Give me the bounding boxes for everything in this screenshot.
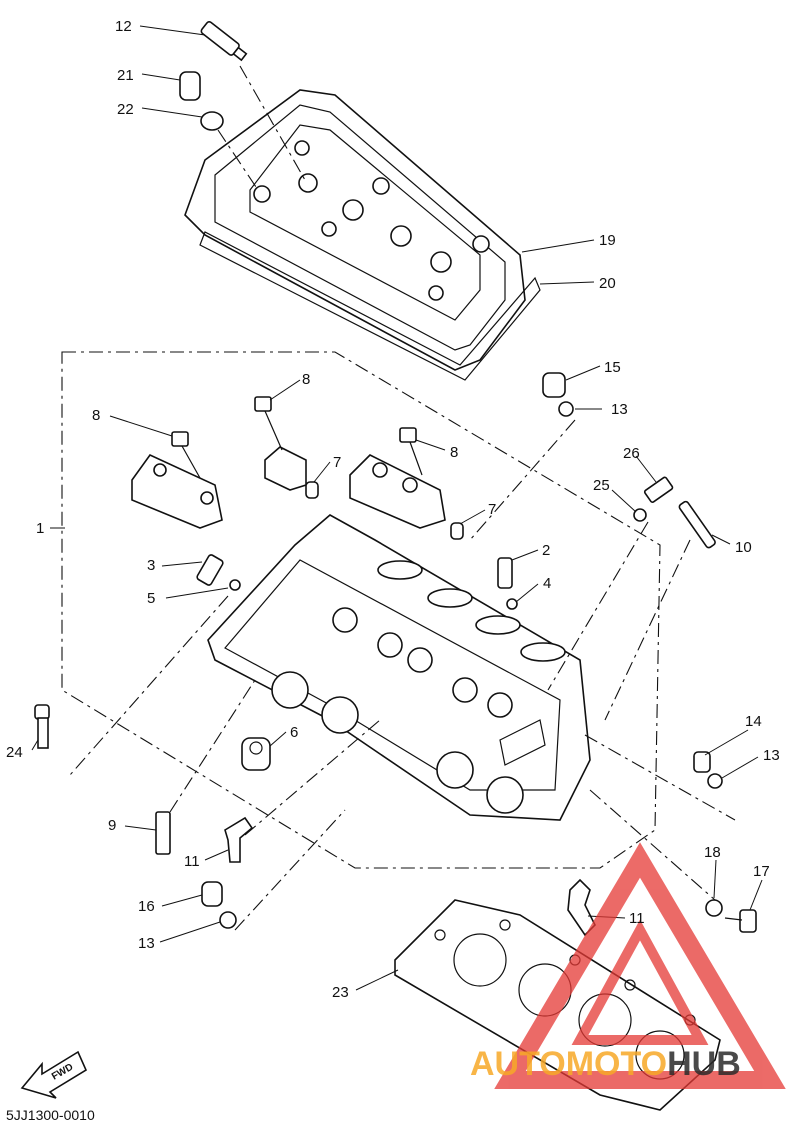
callout-3: 3 xyxy=(147,557,155,574)
callout-12: 12 xyxy=(115,18,132,35)
callout-10: 10 xyxy=(735,539,752,556)
bolt-8-left xyxy=(171,431,201,479)
stud-bolt-2 xyxy=(497,557,513,589)
bolt-17 xyxy=(724,909,757,933)
callout-5: 5 xyxy=(147,590,155,607)
bolt-8-middle xyxy=(254,396,283,451)
pin-10 xyxy=(678,500,716,549)
head-cover xyxy=(184,89,526,371)
diagram-code: 5JJ1300-0010 xyxy=(6,1107,95,1123)
bolt-24 xyxy=(34,704,50,749)
plug-6 xyxy=(241,737,271,771)
callout-8-left: 8 xyxy=(92,407,100,424)
bolt-14 xyxy=(693,751,711,773)
callout-26: 26 xyxy=(623,445,640,462)
washer-13-top xyxy=(558,401,574,417)
watermark-logo xyxy=(494,842,786,1089)
callout-25: 25 xyxy=(593,477,610,494)
callout-21: 21 xyxy=(117,67,134,84)
watermark-text-moto: MOTO xyxy=(566,1045,667,1083)
callout-14: 14 xyxy=(745,713,762,730)
fwd-arrow: FWD xyxy=(20,1050,88,1099)
dowel-pin-7a xyxy=(305,481,319,499)
pipe-9 xyxy=(155,811,171,855)
plug-cap xyxy=(179,71,201,101)
callout-4: 4 xyxy=(543,575,551,592)
callout-17: 17 xyxy=(753,863,770,880)
plug-grommet xyxy=(200,111,224,131)
callout-15: 15 xyxy=(604,359,621,376)
callout-13-right: 13 xyxy=(763,747,780,764)
watermark-text-auto: AUTO xyxy=(470,1045,566,1083)
cam-cap-middle xyxy=(264,446,307,491)
callout-20: 20 xyxy=(599,275,616,292)
callout-8-right: 8 xyxy=(450,444,458,461)
head-cover-gasket xyxy=(199,231,541,381)
bolt-26 xyxy=(643,476,674,503)
callout-18: 18 xyxy=(704,844,721,861)
callout-7-left: 7 xyxy=(333,454,341,471)
callout-8-top: 8 xyxy=(302,371,310,388)
o-ring-5 xyxy=(229,579,241,591)
watermark-text: AUTOMOTOHUB xyxy=(470,1045,741,1083)
cylinder-head xyxy=(207,514,591,821)
leader-lines xyxy=(31,25,763,991)
watermark-triangle xyxy=(494,842,786,1089)
callout-22: 22 xyxy=(117,101,134,118)
plug-16 xyxy=(201,881,223,907)
washer-18 xyxy=(705,899,723,917)
callout-labels: 12 21 22 19 20 15 13 8 8 8 7 7 26 25 1 1… xyxy=(6,18,780,1001)
cam-holder-right xyxy=(349,454,446,529)
callout-2: 2 xyxy=(542,542,550,559)
callout-11-right: 11 xyxy=(629,910,645,927)
callout-9: 9 xyxy=(108,817,116,834)
fitting-11-right xyxy=(567,878,596,937)
callout-24: 24 xyxy=(6,744,23,761)
callout-19: 19 xyxy=(599,232,616,249)
watermark-text-hub: HUB xyxy=(667,1045,741,1083)
callout-6: 6 xyxy=(290,724,298,741)
callout-16: 16 xyxy=(138,898,155,915)
stud-bolt-3 xyxy=(196,554,224,586)
callout-13-bottom: 13 xyxy=(138,935,155,952)
spark-plug xyxy=(200,21,248,62)
washer-13-bottom xyxy=(219,911,237,929)
washer-25 xyxy=(633,508,647,522)
bolt-8-right xyxy=(399,427,423,476)
assembly-boundary xyxy=(61,351,661,869)
o-ring-4 xyxy=(506,598,518,610)
cap-15 xyxy=(542,372,566,398)
callout-13-top: 13 xyxy=(611,401,628,418)
fitting-11-left xyxy=(224,816,254,863)
callout-11-left: 11 xyxy=(184,853,200,870)
dowel-pin-7b xyxy=(450,522,464,540)
alignment-lines xyxy=(69,65,736,931)
callout-1: 1 xyxy=(36,520,44,537)
cam-cap-left xyxy=(131,453,223,529)
washer-13-right xyxy=(707,773,723,789)
callout-7-right: 7 xyxy=(488,501,496,518)
callout-23: 23 xyxy=(332,984,349,1001)
